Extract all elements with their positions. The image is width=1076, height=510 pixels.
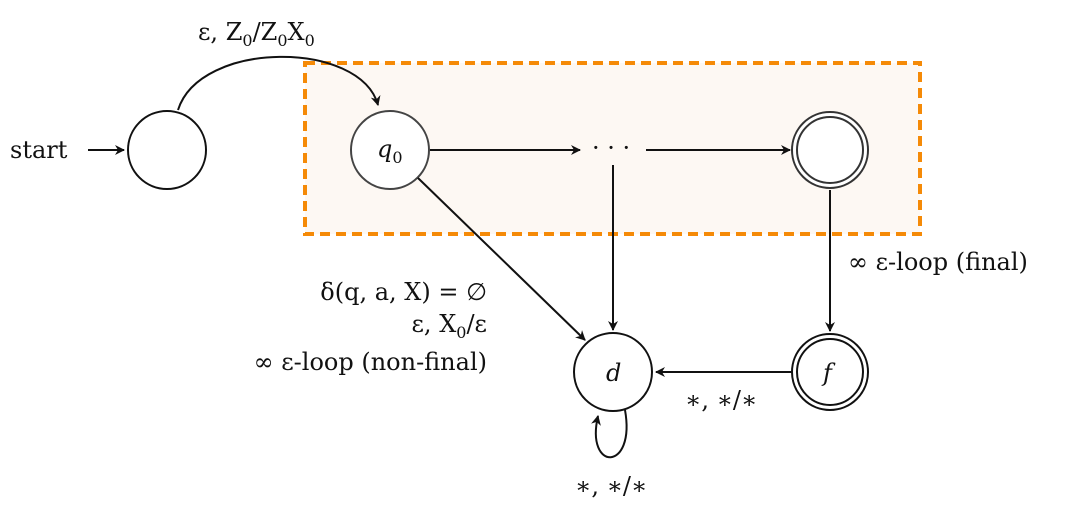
edge-q0-dead — [417, 177, 586, 341]
state-dead: d — [573, 332, 653, 412]
edge-init-q0 — [177, 55, 381, 111]
label-to-dead-3: ∞ ε-loop (non-final) — [254, 348, 487, 376]
label-accept-final: ∞ ε-loop (final) — [848, 248, 1028, 276]
state-initial — [127, 110, 207, 190]
label-to-dead-1: δ(q, a, X) = ∅ — [320, 278, 487, 306]
start-label: start — [10, 136, 68, 164]
svg-text:q0: q0 — [377, 135, 403, 167]
state-ellipsis: · · · — [592, 134, 630, 162]
label-dead-loop: ∗, ∗/∗ — [575, 472, 647, 500]
state-final: f — [791, 333, 869, 411]
state-q0: q0 — [350, 110, 430, 190]
svg-text:d: d — [606, 359, 621, 387]
edge-dead-loop — [591, 409, 628, 459]
label-init-q0: ε, Z0/Z0X0 — [198, 18, 315, 50]
label-to-dead-2: ε, X0/ε — [412, 310, 488, 342]
label-final-dead: ∗, ∗/∗ — [685, 386, 757, 414]
state-accept — [791, 111, 869, 189]
